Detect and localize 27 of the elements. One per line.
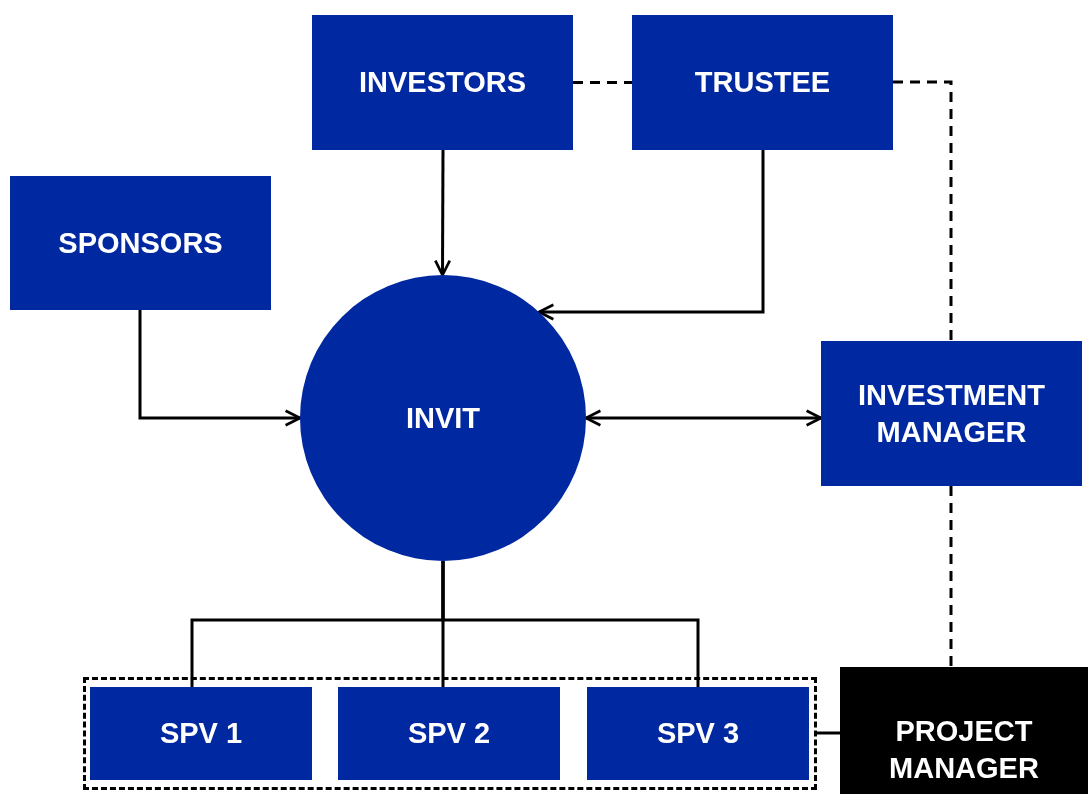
dashed-group-box [83, 677, 817, 790]
arrow [434, 150, 452, 277]
arrow [138, 310, 302, 427]
manager-box [821, 341, 1082, 486]
arrow [584, 409, 823, 427]
dashed-line [949, 486, 953, 667]
spv-box [338, 687, 560, 780]
connector-line [817, 731, 840, 735]
project-manager-box [840, 667, 1088, 794]
sponsors-box [10, 176, 271, 310]
connector-line [441, 561, 700, 687]
node-label: SPV 3 [655, 716, 741, 752]
node-label: SPONSORS [57, 225, 224, 261]
node-label: INVESTMENT MANAGER [857, 378, 1046, 450]
spv-box [587, 687, 809, 780]
trustee-box [632, 15, 893, 150]
dashed-line [573, 81, 632, 84]
investors-box [312, 15, 573, 150]
spv-box [90, 687, 312, 780]
node-label: INVIT [404, 400, 482, 436]
node-label: PROJECT MANAGER [888, 714, 1040, 786]
node-label: SPV 1 [158, 716, 244, 752]
arrow [537, 150, 765, 321]
dashed-line [893, 80, 953, 341]
node-label: TRUSTEE [693, 65, 832, 101]
node-label: INVESTORS [357, 65, 528, 101]
node-label: SPV 2 [406, 716, 492, 752]
